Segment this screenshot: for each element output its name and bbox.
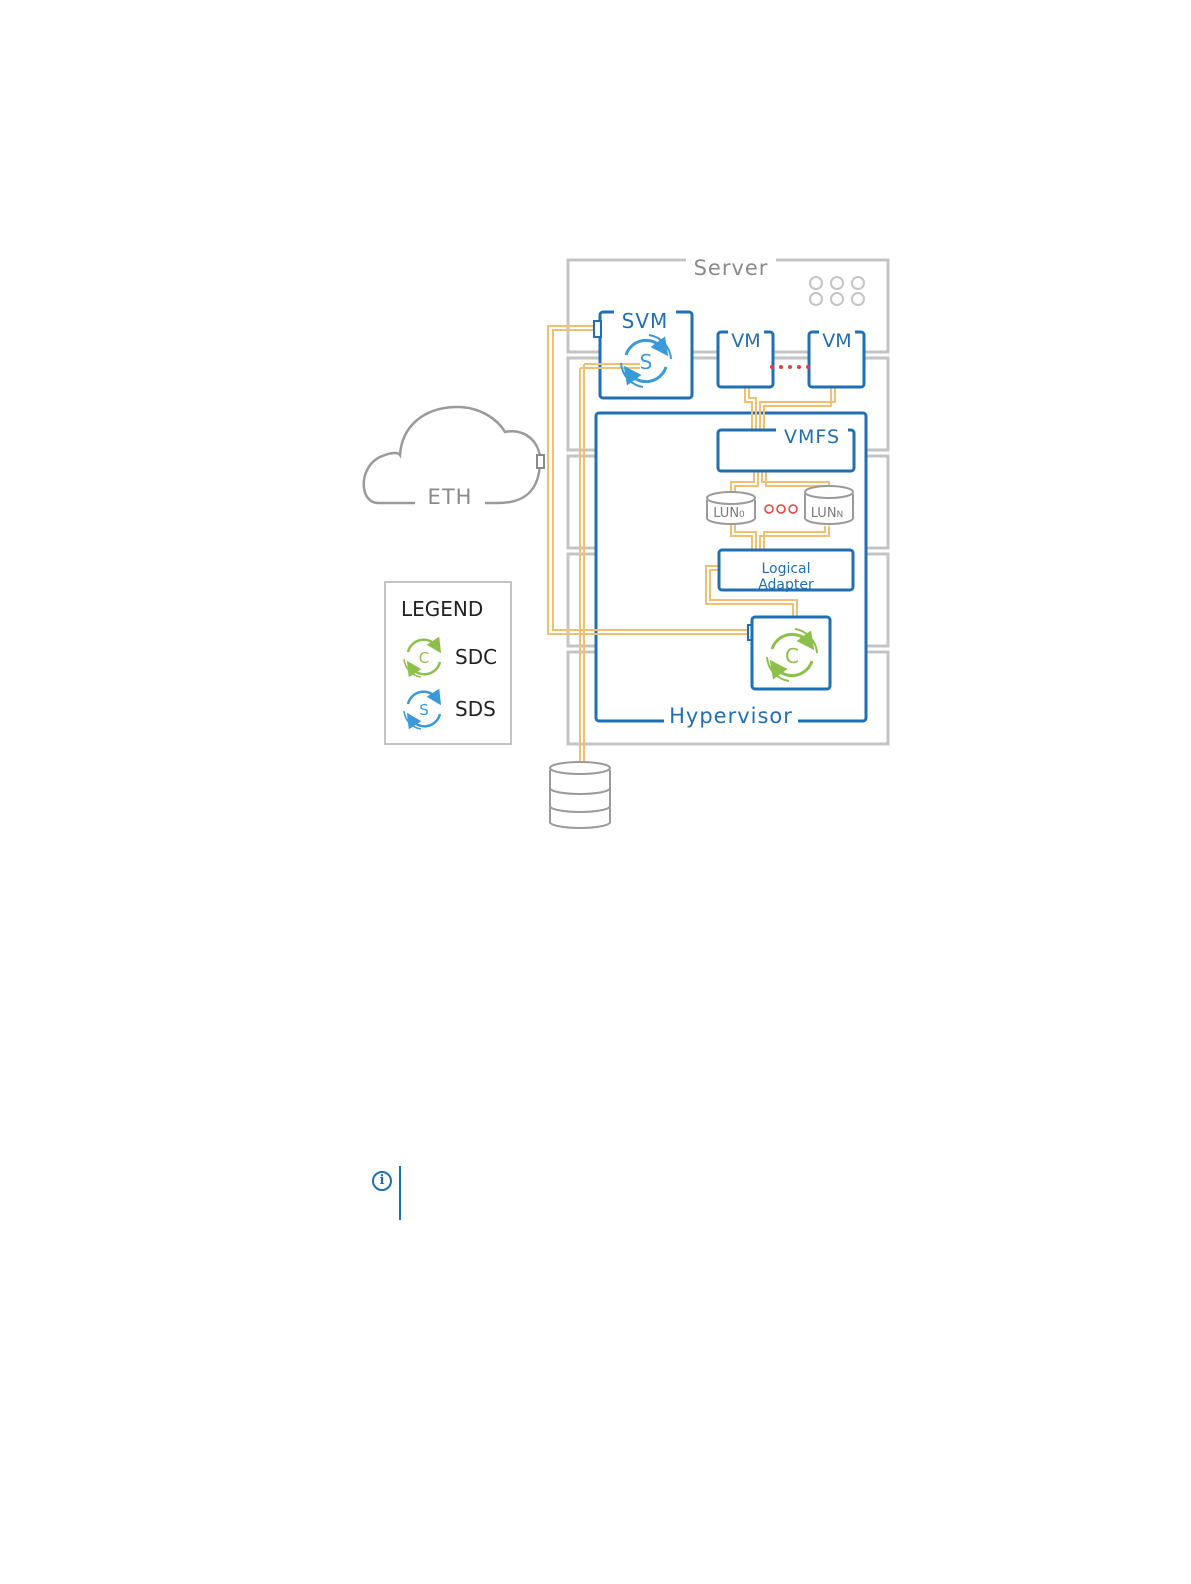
storage-disk-cap: [550, 762, 610, 774]
ellipsis-dot: [788, 365, 792, 369]
cloud-label: ETH: [428, 485, 473, 509]
ellipsis-dot: [806, 365, 810, 369]
legend-sdc-glyph: C: [419, 649, 429, 667]
storage-stack-icon: [550, 762, 610, 828]
cloud-port: [537, 455, 544, 468]
logical-adapter-line1: Logical: [761, 561, 810, 577]
lun-first-sub: 0: [739, 510, 745, 520]
lun-first-disk: LUN0: [707, 492, 755, 524]
logical-adapter-line2: Adapter: [758, 577, 814, 593]
vm-right-label: VM: [822, 330, 851, 352]
server-led-dots: [810, 277, 864, 305]
vm-left-label: VM: [731, 330, 760, 352]
hypervisor-label: Hypervisor: [669, 704, 793, 728]
ellipsis-dot: [770, 365, 774, 369]
legend-title: LEGEND: [401, 597, 483, 621]
legend-sds-glyph: S: [419, 701, 429, 719]
sdc-glyph: C: [785, 644, 799, 668]
sds-glyph: S: [640, 350, 653, 374]
led-dot: [852, 293, 864, 305]
svm-port: [594, 321, 601, 337]
lun-last-disk: LUNN: [805, 486, 853, 524]
ellipsis-dot: [797, 365, 801, 369]
ellipsis-dot: [779, 365, 783, 369]
vm-ellipsis-dots: [770, 365, 810, 369]
lun-last-base: LUN: [811, 506, 837, 521]
lun-first-top: [707, 492, 755, 504]
led-dot: [810, 277, 822, 289]
led-dot: [810, 293, 822, 305]
info-icon: i: [372, 1171, 392, 1191]
led-dot: [831, 277, 843, 289]
note-rule: [399, 1166, 401, 1220]
eth-cloud: ETH: [364, 407, 544, 509]
led-dot: [852, 277, 864, 289]
svm-label: SVM: [622, 309, 669, 333]
legend: LEGEND C SDC S SDS: [385, 582, 511, 744]
lun-last-sub: N: [837, 510, 844, 520]
led-dot: [831, 293, 843, 305]
lun-first-base: LUN: [713, 506, 739, 521]
note-callout: i: [370, 1166, 430, 1222]
vmfs-label: VMFS: [784, 426, 840, 448]
lun-last-top: [805, 486, 853, 498]
legend-sds-label: SDS: [455, 697, 496, 721]
legend-sdc-label: SDC: [455, 645, 497, 669]
server-label: Server: [694, 256, 769, 280]
